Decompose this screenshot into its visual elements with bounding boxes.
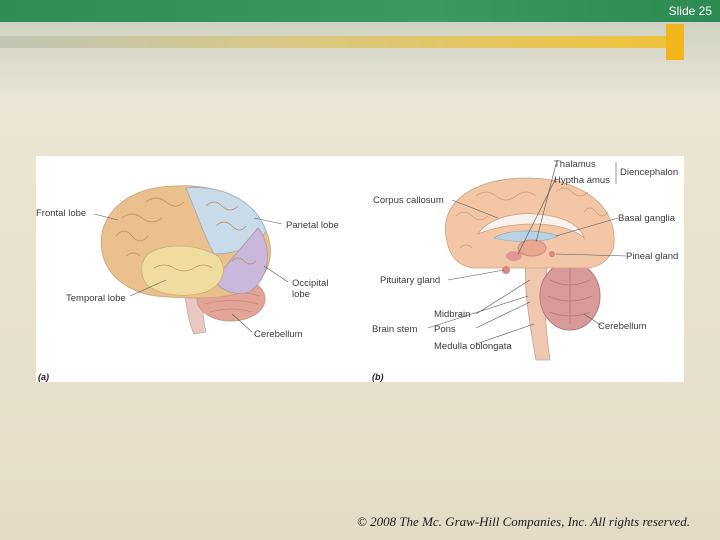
accent-bar bbox=[0, 36, 672, 48]
panel-b-sagittal-view: Thalamus Hyptha amus Diencephalon Corpus… bbox=[372, 159, 678, 382]
label-parietal-lobe: Parietal lobe bbox=[286, 220, 339, 231]
corpus-callosum bbox=[476, 213, 585, 240]
brain-diagram: Frontal lobe Parietal lobe Occipital lob… bbox=[36, 159, 678, 382]
label-frontal-lobe: Frontal lobe bbox=[36, 208, 86, 219]
panel-a-lateral-view: Frontal lobe Parietal lobe Occipital lob… bbox=[36, 185, 339, 382]
pituitary-gland bbox=[502, 266, 510, 274]
thalamus bbox=[517, 239, 547, 257]
title-bar bbox=[0, 0, 720, 22]
label-occipital-lobe-1: Occipital bbox=[292, 278, 328, 289]
hypothalamus bbox=[506, 251, 522, 261]
label-diencephalon: Diencephalon bbox=[620, 167, 678, 178]
label-cerebellum-a: Cerebellum bbox=[254, 329, 303, 340]
label-hypothalamus: Hyptha amus bbox=[554, 175, 610, 186]
panel-a-tag: (a) bbox=[38, 372, 49, 382]
pineal-gland bbox=[549, 251, 555, 257]
slide-number: Slide 25 bbox=[668, 4, 712, 18]
label-thalamus: Thalamus bbox=[554, 159, 596, 170]
label-occipital-lobe-2: lobe bbox=[292, 289, 310, 300]
label-pituitary-gland: Pituitary gland bbox=[380, 275, 440, 286]
label-pons: Pons bbox=[434, 324, 456, 335]
accent-block bbox=[666, 24, 684, 60]
label-brain-stem: Brain stem bbox=[372, 324, 417, 335]
brain-figure: Frontal lobe Parietal lobe Occipital lob… bbox=[36, 156, 684, 382]
title-bar-shadow bbox=[0, 22, 720, 102]
label-cerebellum-b: Cerebellum bbox=[598, 321, 647, 332]
label-pineal-gland: Pineal gland bbox=[626, 251, 678, 262]
label-temporal-lobe: Temporal lobe bbox=[66, 293, 126, 304]
label-midbrain: Midbrain bbox=[434, 309, 470, 320]
copyright-notice: © 2008 The Mc. Graw-Hill Companies, Inc.… bbox=[356, 514, 690, 529]
occipital-lobe bbox=[213, 227, 269, 294]
label-basal-ganglia: Basal ganglia bbox=[618, 213, 676, 224]
label-medulla-oblongata: Medulla oblongata bbox=[434, 341, 512, 352]
panel-b-tag: (b) bbox=[372, 372, 384, 382]
lateral-ventricle bbox=[493, 230, 559, 242]
label-corpus-callosum: Corpus callosum bbox=[373, 195, 444, 206]
